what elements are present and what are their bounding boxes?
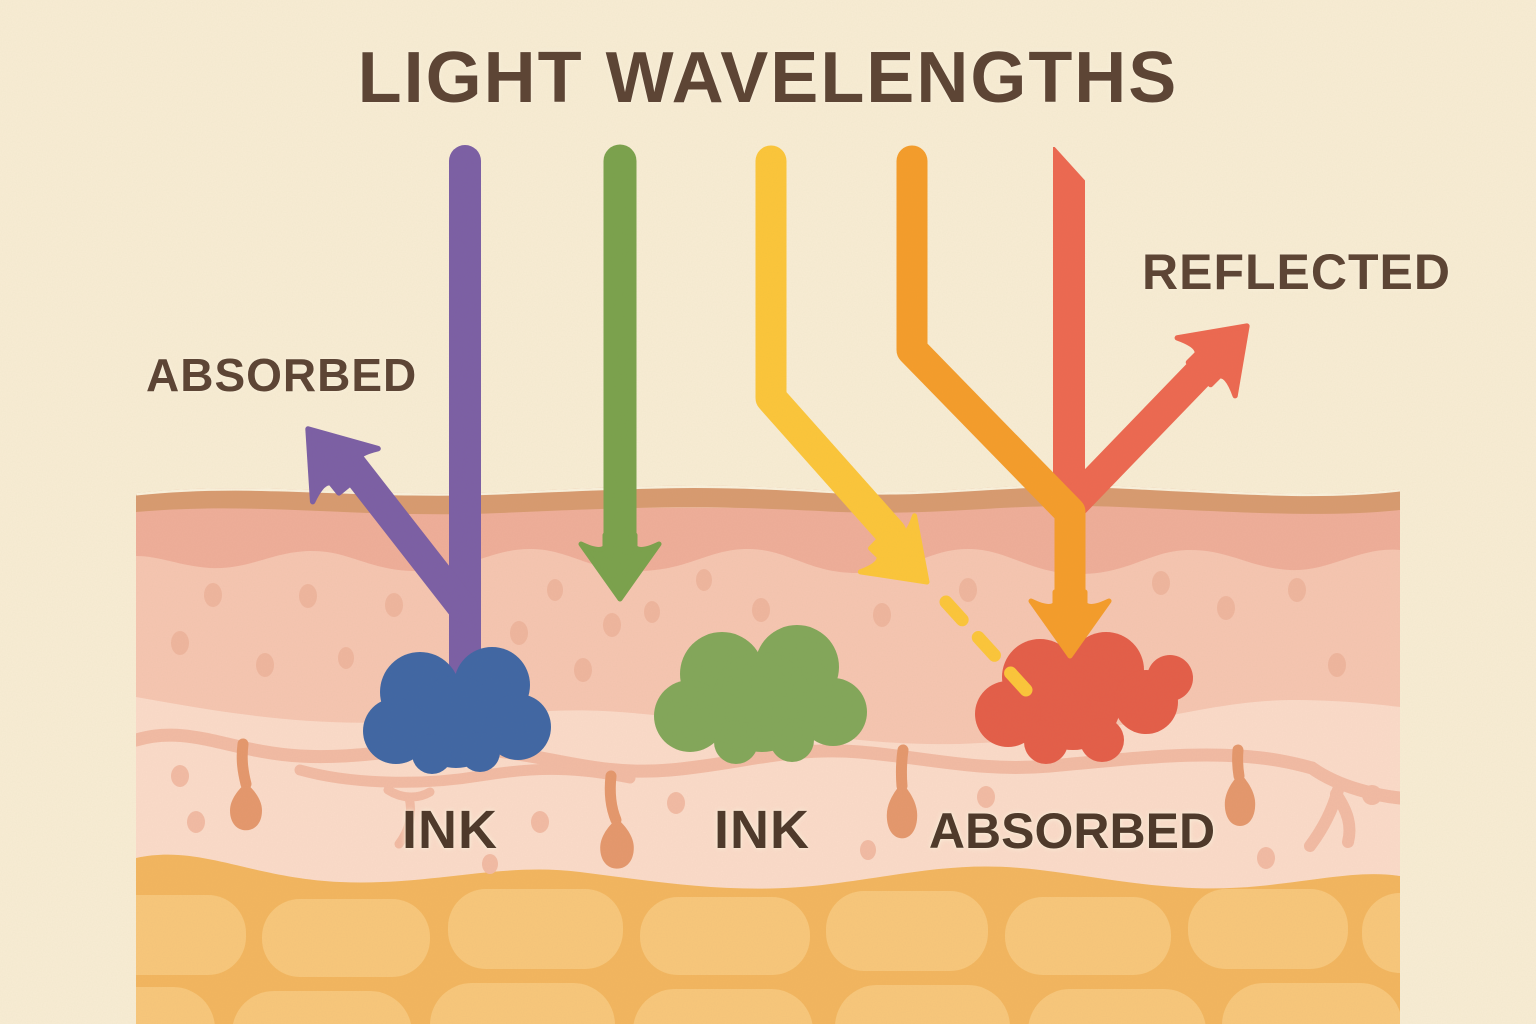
- reflected-label: REFLECTED: [1142, 244, 1451, 300]
- ink-label-green: INK: [714, 800, 810, 860]
- absorbed-label-red-ink: ABSORBED: [928, 803, 1216, 859]
- diagram-title: LIGHT WAVELENGTHS: [357, 38, 1179, 118]
- absorbed-label-left: ABSORBED: [146, 349, 418, 401]
- ink-label-blue: INK: [402, 800, 498, 860]
